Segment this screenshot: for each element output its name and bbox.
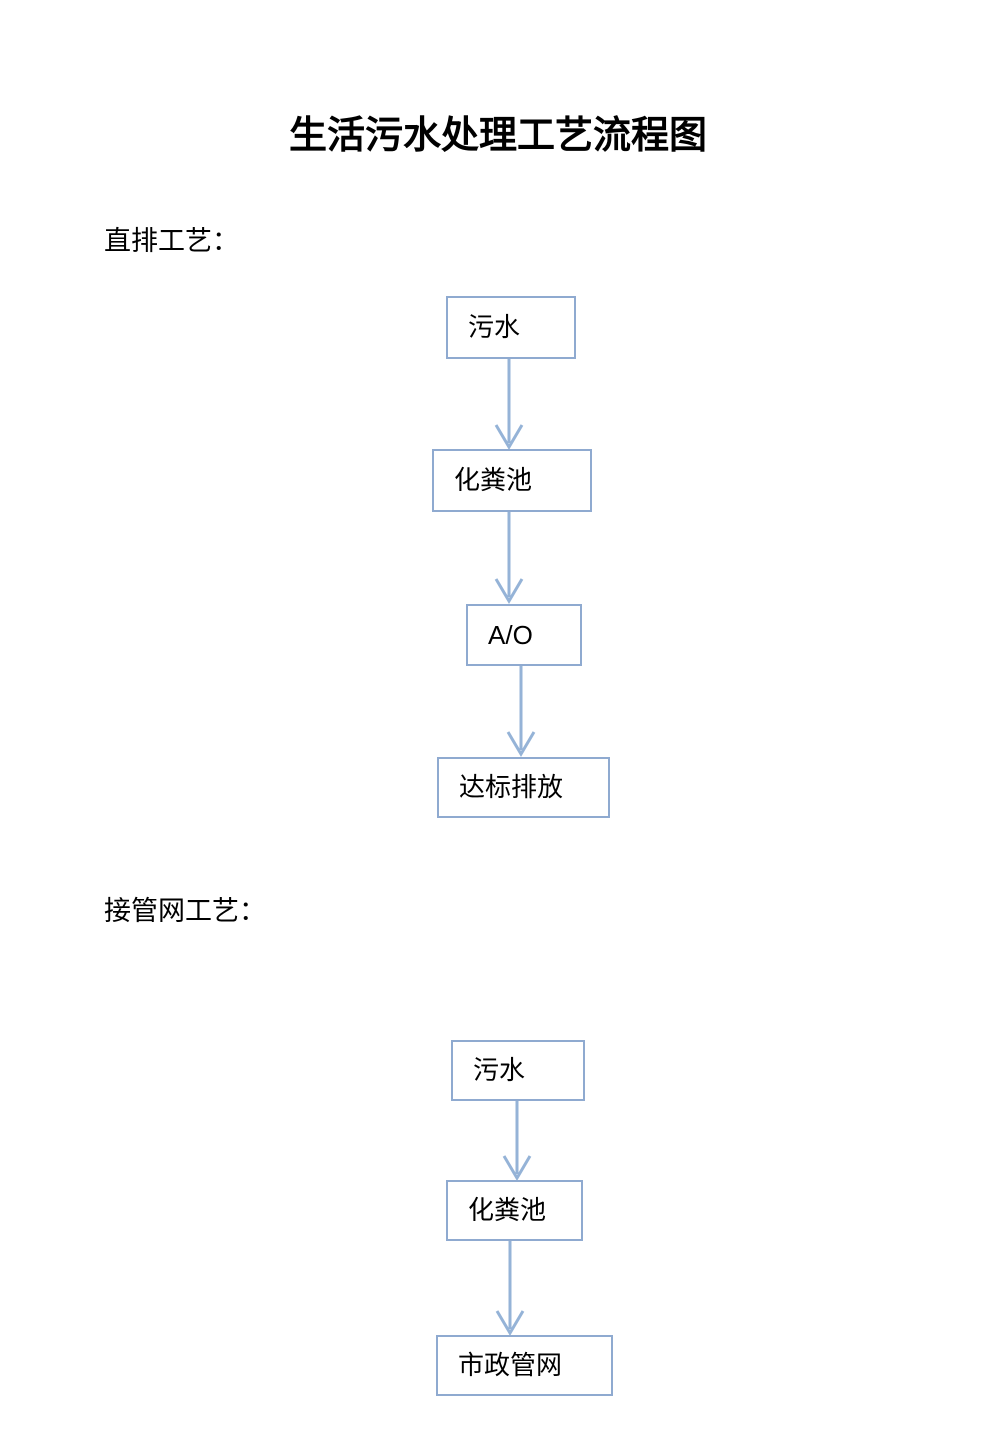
- flow1-node-wastewater[interactable]: 污水: [446, 296, 576, 359]
- flow1-node-ao-label: A/O: [488, 620, 533, 650]
- flow1-arrow-wastewater-to-septic: [494, 359, 524, 450]
- flow2-node-municipal-pipe-network[interactable]: 市政管网: [436, 1335, 613, 1396]
- section-label-pipe-network: 接管网工艺：: [104, 896, 266, 926]
- flow1-arrow-ao-to-discharge: [506, 666, 536, 757]
- flow1-node-septic-tank[interactable]: 化粪池: [432, 449, 592, 512]
- section-label-direct-discharge: 直排工艺：: [104, 226, 239, 256]
- flow1-node-wastewater-label: 污水: [468, 312, 521, 342]
- flow2-node-wastewater[interactable]: 污水: [451, 1040, 585, 1101]
- flow1-node-compliant-discharge-label: 达标排放: [459, 772, 564, 802]
- page-title: 生活污水处理工艺流程图: [288, 115, 707, 157]
- flow1-node-compliant-discharge[interactable]: 达标排放: [437, 757, 610, 818]
- flow2-node-septic-tank-label: 化粪池: [468, 1195, 547, 1225]
- flow1-node-ao[interactable]: A/O: [466, 604, 582, 666]
- flow2-arrow-wastewater-to-septic: [502, 1101, 532, 1181]
- flow2-node-municipal-pipe-network-label: 市政管网: [458, 1350, 563, 1380]
- flow2-node-wastewater-label: 污水: [473, 1055, 526, 1085]
- flow2-arrow-septic-to-municipal: [495, 1241, 525, 1336]
- flow1-arrow-septic-to-ao: [494, 512, 524, 604]
- flow2-node-septic-tank[interactable]: 化粪池: [446, 1180, 583, 1241]
- flow1-node-septic-tank-label: 化粪池: [454, 465, 533, 495]
